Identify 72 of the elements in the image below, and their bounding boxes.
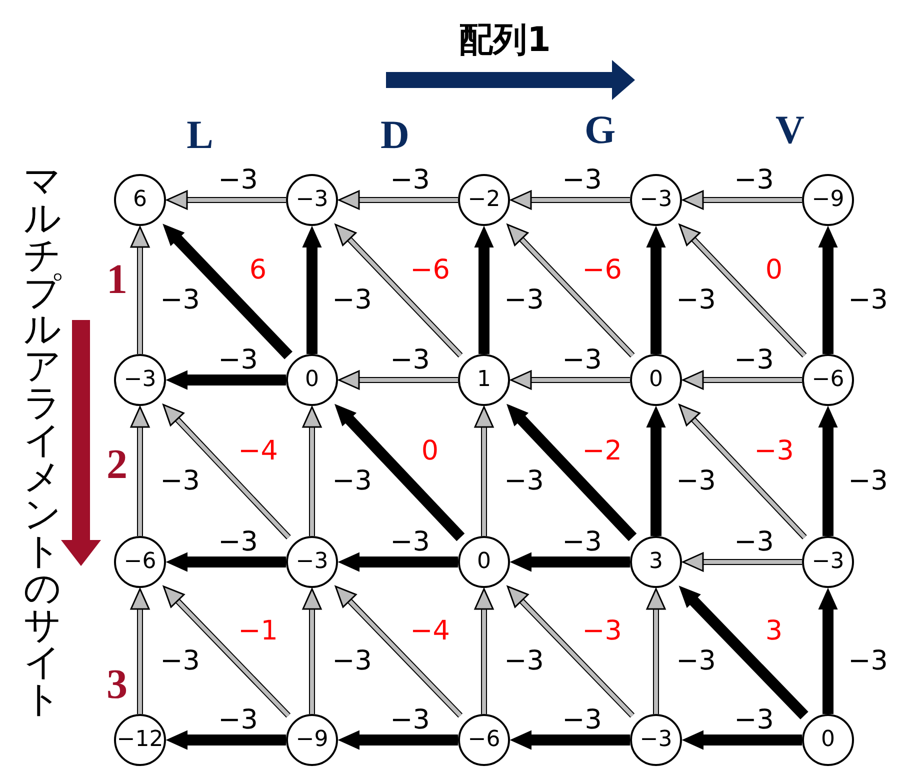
arrow — [818, 588, 838, 714]
arrow — [506, 586, 635, 718]
arrow — [338, 370, 458, 390]
row-number: 3 — [106, 664, 128, 706]
arrow — [679, 586, 808, 720]
arrow — [162, 404, 291, 540]
score-value: 0 — [305, 369, 319, 391]
arrow — [818, 406, 838, 536]
score-value: −9 — [296, 729, 328, 751]
score-value: −12 — [116, 729, 164, 751]
score-value: 1 — [477, 369, 491, 391]
arrow — [166, 730, 286, 750]
arrow — [646, 226, 666, 354]
arrow — [510, 370, 630, 390]
score-value: −9 — [812, 189, 844, 211]
arrow — [646, 406, 666, 536]
row-number: 1 — [106, 259, 128, 301]
arrow — [302, 588, 322, 714]
axis-title: 配列1 — [459, 23, 551, 57]
score-value: −3 — [296, 551, 328, 573]
arrow — [474, 226, 494, 354]
score-value: −6 — [468, 729, 500, 751]
arrow — [682, 190, 802, 210]
score-value: −3 — [640, 729, 672, 751]
residue-letter: L — [186, 115, 214, 155]
score-value: −6 — [812, 369, 844, 391]
arrow — [166, 552, 286, 572]
score-value: −3 — [812, 551, 844, 573]
arrow — [166, 370, 286, 390]
arrow — [818, 226, 838, 354]
arrow — [130, 588, 150, 714]
arrow — [163, 224, 292, 360]
arrow — [510, 730, 630, 750]
arrow — [338, 552, 458, 572]
score-value: −3 — [640, 189, 672, 211]
arrow — [130, 226, 150, 354]
arrow — [474, 406, 494, 536]
arrow — [646, 588, 666, 714]
arrow — [678, 404, 807, 540]
score-value: 0 — [821, 729, 835, 751]
score-value: −6 — [124, 551, 156, 573]
arrow — [166, 190, 286, 210]
arrow — [302, 226, 322, 354]
arrow — [334, 586, 463, 718]
arrow — [474, 588, 494, 714]
arrow — [130, 406, 150, 536]
arrow — [338, 190, 458, 210]
arrow — [338, 730, 458, 750]
score-value: 6 — [133, 189, 147, 211]
arrow — [162, 586, 291, 718]
arrow — [510, 190, 630, 210]
score-value: −3 — [296, 189, 328, 211]
arrow — [678, 224, 807, 358]
residue-letter: V — [776, 110, 804, 150]
row-number: 2 — [106, 444, 128, 486]
score-value: −2 — [468, 189, 500, 211]
arrow — [510, 552, 630, 572]
arrow — [334, 224, 463, 358]
residue-letter: G — [584, 110, 616, 150]
axis-title: マルチプルアライメントのサイト — [24, 162, 60, 718]
arrow — [682, 370, 802, 390]
arrow — [682, 730, 802, 750]
score-value: 3 — [649, 551, 663, 573]
arrow — [302, 406, 322, 536]
arrow — [682, 552, 802, 572]
residue-letter: D — [380, 115, 410, 155]
score-value: 0 — [477, 551, 491, 573]
arrow — [506, 404, 637, 542]
score-value: 0 — [649, 369, 663, 391]
arrow — [506, 224, 635, 358]
score-value: −3 — [124, 369, 156, 391]
arrow — [334, 404, 465, 542]
